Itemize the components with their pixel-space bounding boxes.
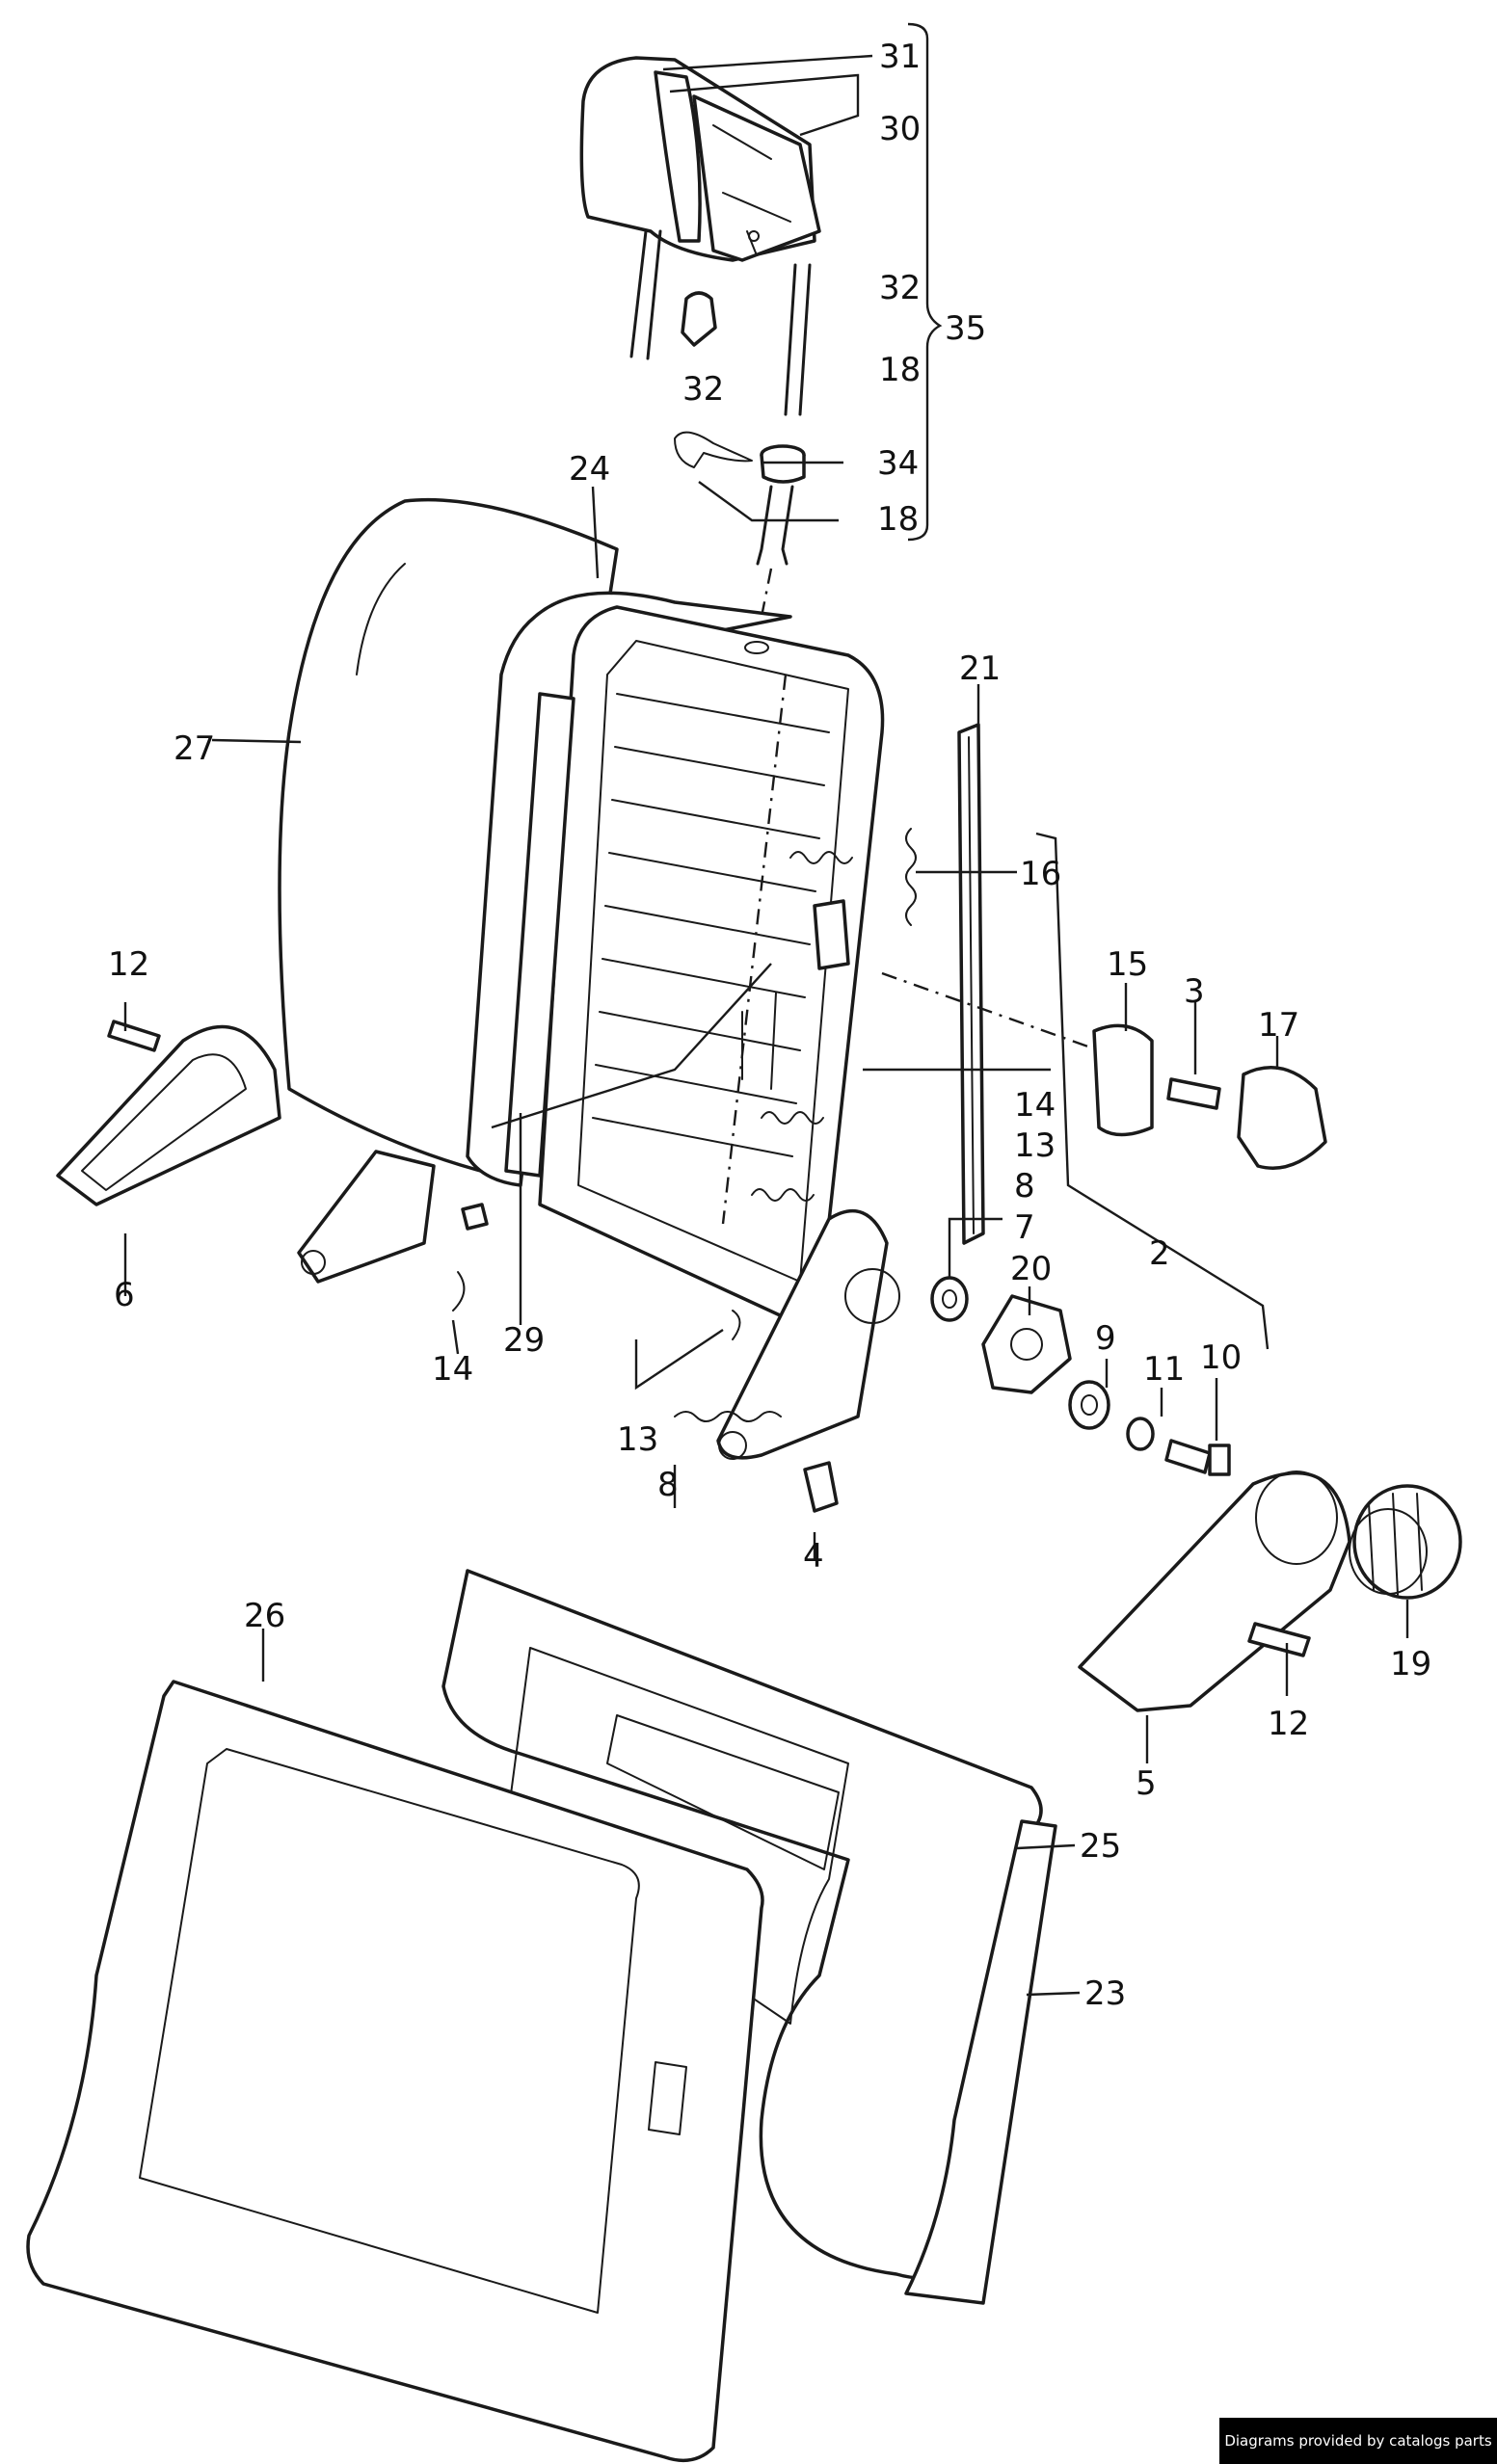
label-27: 27	[174, 729, 215, 768]
label-14-left: 14	[432, 1350, 473, 1389]
clip-4	[803, 1461, 839, 1513]
label-26: 26	[244, 1597, 285, 1635]
label-3: 3	[1184, 972, 1205, 1011]
label-13-right: 13	[1014, 1126, 1056, 1165]
label-31: 31	[879, 38, 921, 76]
label-24: 24	[569, 450, 610, 489]
label-17: 17	[1258, 1006, 1299, 1045]
label-32-b: 32	[682, 370, 724, 409]
back-panel-26	[26, 1680, 764, 2463]
label-23: 23	[1084, 1974, 1126, 2013]
label-35: 35	[945, 309, 986, 348]
label-16: 16	[1020, 855, 1061, 893]
label-5: 5	[1136, 1764, 1157, 1803]
knob-19	[1349, 1484, 1462, 1600]
left-hinge	[297, 1150, 489, 1311]
label-19: 19	[1390, 1645, 1431, 1683]
diagram-credit: Diagrams provided by catalogs parts	[1219, 2418, 1497, 2464]
label-10: 10	[1200, 1338, 1242, 1377]
bolt-10	[1164, 1439, 1231, 1476]
label-9: 9	[1095, 1319, 1116, 1358]
pin-12-right	[1247, 1622, 1311, 1657]
label-14-right: 14	[1014, 1086, 1056, 1125]
backrest-backing-23	[904, 1819, 1057, 2305]
bracket-35	[907, 22, 943, 542]
part-labels: 31 30 32 35 18 32 34 18 24 21 27 16 12 1…	[108, 38, 1431, 2013]
label-18-a: 18	[879, 351, 921, 389]
side-cover-5	[1078, 1470, 1351, 1712]
label-18-b: 18	[877, 500, 919, 539]
label-8-left: 8	[657, 1466, 679, 1504]
washer-7	[930, 1276, 969, 1322]
label-4: 4	[803, 1537, 824, 1576]
label-7: 7	[1014, 1208, 1035, 1247]
pin-12-left	[107, 1020, 161, 1052]
bushing-9	[1068, 1380, 1110, 1430]
label-29: 29	[503, 1321, 545, 1360]
guide-sleeve-34	[756, 444, 806, 566]
clip-3	[1166, 1077, 1221, 1110]
gear-ring-20	[981, 1294, 1072, 1394]
backrest-springs	[721, 674, 853, 1225]
label-12-left: 12	[108, 945, 149, 984]
side-cover-6	[56, 1024, 281, 1206]
lever-knob-17	[1237, 1066, 1327, 1170]
label-25: 25	[1080, 1827, 1121, 1866]
label-6: 6	[114, 1276, 135, 1314]
label-12-right: 12	[1268, 1705, 1309, 1743]
bracket-2	[1035, 832, 1270, 1350]
spring-clip-18	[674, 431, 753, 468]
label-13-left: 13	[617, 1420, 658, 1459]
side-trim-21	[957, 723, 985, 1245]
label-11: 11	[1143, 1350, 1185, 1389]
label-20: 20	[1010, 1250, 1052, 1288]
spring-16	[905, 828, 917, 926]
label-21: 21	[959, 649, 1001, 688]
leader-lines	[123, 54, 1409, 1997]
label-15: 15	[1107, 945, 1148, 984]
label-34: 34	[877, 444, 919, 483]
recliner-hinge	[674, 1209, 900, 1460]
label-2: 2	[1149, 1234, 1170, 1273]
label-32-a: 32	[879, 269, 921, 307]
headrest-guide-clip	[681, 291, 717, 347]
label-8-right: 8	[1014, 1167, 1035, 1206]
washer-11	[1126, 1417, 1155, 1451]
label-30: 30	[879, 110, 921, 148]
handle-cap-15	[1092, 1023, 1154, 1137]
backrest-frame-24	[466, 591, 885, 1326]
frame-bracket	[813, 899, 850, 970]
headrest	[579, 56, 821, 416]
